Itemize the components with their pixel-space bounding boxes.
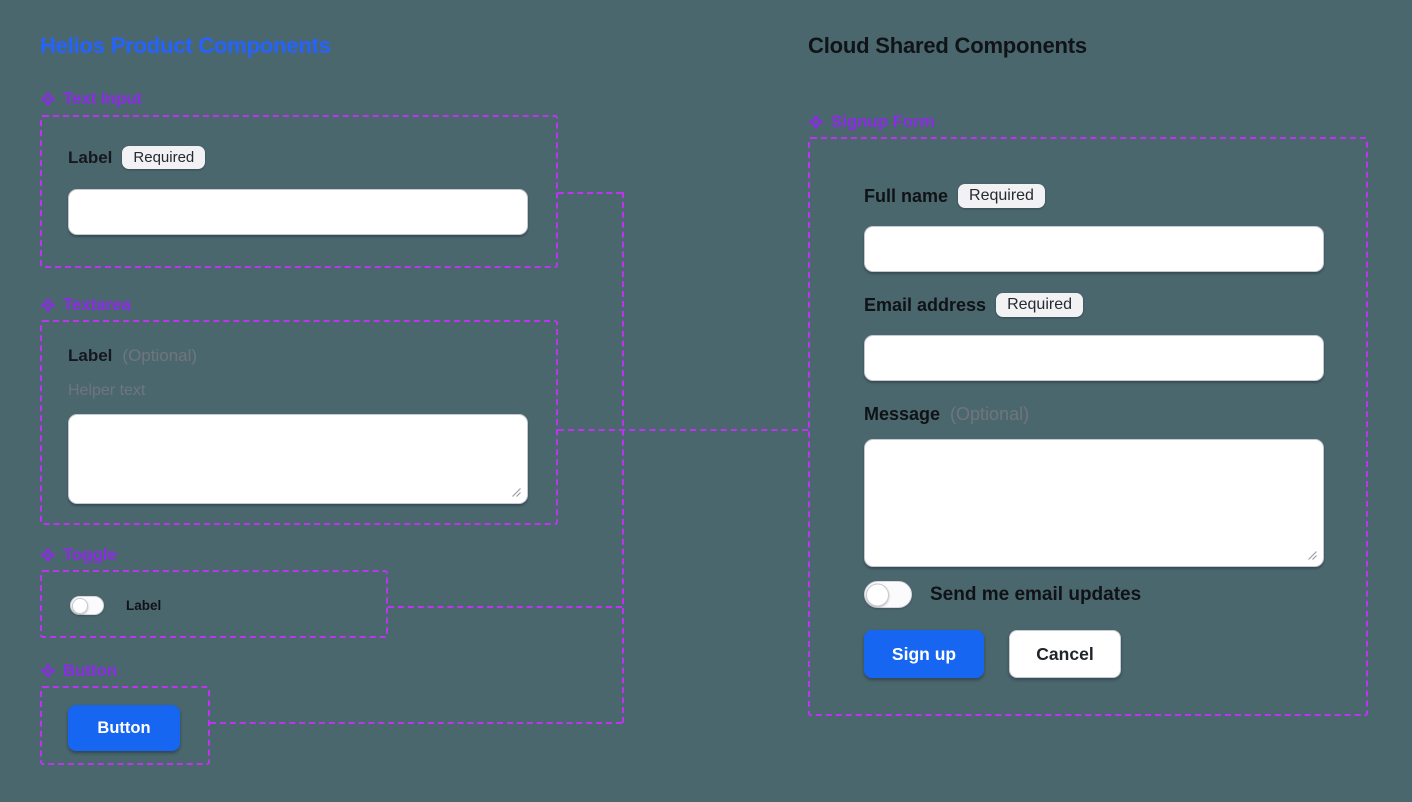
connector-button-to-trunk xyxy=(210,722,622,724)
connector-textarea-to-form xyxy=(558,429,808,431)
left-panel-title: Helios Product Components xyxy=(40,33,331,58)
field-label: Label xyxy=(68,346,113,365)
toggle-label: Label xyxy=(126,598,162,613)
resize-grip-icon[interactable] xyxy=(511,487,522,498)
optional-suffix: (Optional) xyxy=(122,346,198,365)
component-icon xyxy=(41,664,55,678)
message-textarea[interactable] xyxy=(864,439,1324,567)
section-label-text: Textarea xyxy=(63,295,131,314)
section-label-button: Button xyxy=(40,661,117,681)
helper-text: Helper text xyxy=(68,382,146,399)
field-label: Label xyxy=(68,147,113,167)
toggle-knob xyxy=(72,597,88,614)
connector-trunk-vertical xyxy=(622,192,624,723)
section-label-text: Toggle xyxy=(63,545,117,564)
sign-up-button[interactable]: Sign up xyxy=(864,630,984,678)
toggle-switch[interactable] xyxy=(70,596,104,615)
section-label-signup-form: Signup Form xyxy=(808,112,935,132)
button-component-frame: Button xyxy=(40,686,210,765)
text-input-field[interactable] xyxy=(68,189,528,235)
required-badge: Required xyxy=(996,293,1083,317)
full-name-label: Full name xyxy=(864,185,949,206)
full-name-input[interactable] xyxy=(864,226,1324,272)
sample-button[interactable]: Button xyxy=(68,705,180,751)
resize-grip-icon[interactable] xyxy=(1307,550,1318,561)
email-label: Email address xyxy=(864,294,987,315)
email-label-row: Email address Required xyxy=(864,293,1083,317)
field-label-row: Label Required xyxy=(68,146,206,169)
section-label-text: Signup Form xyxy=(831,112,935,131)
textarea-field[interactable] xyxy=(68,414,528,504)
section-label-text: Text Input xyxy=(63,89,142,108)
component-icon xyxy=(41,298,55,312)
email-updates-label: Send me email updates xyxy=(930,583,1142,605)
component-icon xyxy=(41,548,55,562)
section-label-textarea: Textarea xyxy=(40,295,131,315)
email-input[interactable] xyxy=(864,335,1324,381)
optional-suffix: (Optional) xyxy=(950,404,1030,424)
message-label-row: Message (Optional) xyxy=(864,404,1029,425)
toggle-knob xyxy=(866,583,889,606)
section-label-text: Button xyxy=(63,661,118,680)
connector-toggle-to-trunk xyxy=(388,606,622,608)
section-label-toggle: Toggle xyxy=(40,545,117,565)
toggle-component-frame: Label xyxy=(40,570,388,638)
full-name-label-row: Full name Required xyxy=(864,184,1045,208)
component-icon xyxy=(809,115,823,129)
right-panel-title: Cloud Shared Components xyxy=(808,33,1087,58)
textarea-component-frame: Label (Optional) Helper text xyxy=(40,320,558,525)
message-label: Message xyxy=(864,404,941,424)
field-label-row: Label (Optional) xyxy=(68,346,197,366)
connector-text-input-to-trunk xyxy=(558,192,622,194)
cancel-button[interactable]: Cancel xyxy=(1009,630,1121,678)
signup-form-frame: Full name Required Email address Require… xyxy=(808,137,1368,716)
text-input-component-frame: Label Required xyxy=(40,115,558,268)
section-label-text-input: Text Input xyxy=(40,89,142,109)
email-updates-toggle[interactable] xyxy=(864,581,912,608)
component-icon xyxy=(41,92,55,106)
required-badge: Required xyxy=(958,184,1045,208)
required-badge: Required xyxy=(122,146,206,169)
